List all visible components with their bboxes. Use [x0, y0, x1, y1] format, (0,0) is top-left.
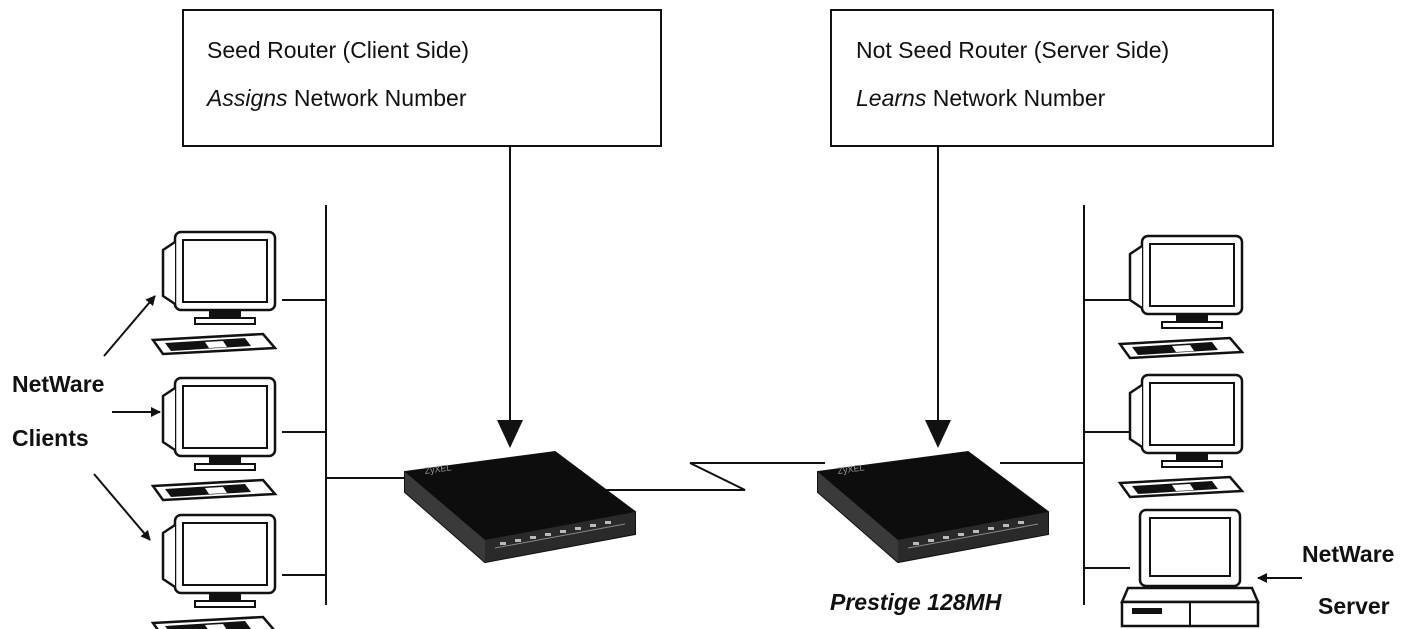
router-icon: [404, 451, 636, 563]
wan-link: [605, 462, 825, 491]
router-model-label: Prestige 128MH: [830, 589, 1002, 615]
seed-router-title: Seed Router (Client Side): [207, 37, 469, 63]
not-seed-router-title: Not Seed Router (Server Side): [856, 37, 1169, 63]
server-label-line2: Server: [1318, 593, 1390, 619]
client-workstation-1: [151, 230, 277, 356]
server-side-workstation-2: [1118, 373, 1244, 499]
client-workstation-3: [151, 513, 277, 629]
seed-router-box: Seed Router (Client Side) Assigns Networ…: [182, 9, 662, 147]
computer-icon: [151, 376, 277, 502]
computer-icon: [1118, 234, 1244, 360]
computer-icon: [151, 513, 277, 629]
seed-router-subtitle: Assigns Network Number: [205, 85, 467, 111]
server-side-workstation-1: [1118, 234, 1244, 360]
client-lan: [282, 205, 405, 605]
server-lan: [1000, 205, 1130, 605]
client-workstation-2: [151, 376, 277, 502]
clients-label-line1: NetWare: [12, 371, 104, 397]
clients-label-line2: Clients: [12, 425, 89, 451]
not-seed-router-box: Not Seed Router (Server Side) Learns Net…: [830, 9, 1274, 147]
computer-icon: [151, 230, 277, 356]
server-icon: [1120, 508, 1260, 628]
client-arrows: [93, 295, 161, 541]
server-label-line1: NetWare: [1302, 541, 1394, 567]
computer-icon: [1118, 373, 1244, 499]
router-icon-prestige: [817, 451, 1049, 563]
not-seed-router-subtitle: Learns Network Number: [856, 85, 1106, 111]
